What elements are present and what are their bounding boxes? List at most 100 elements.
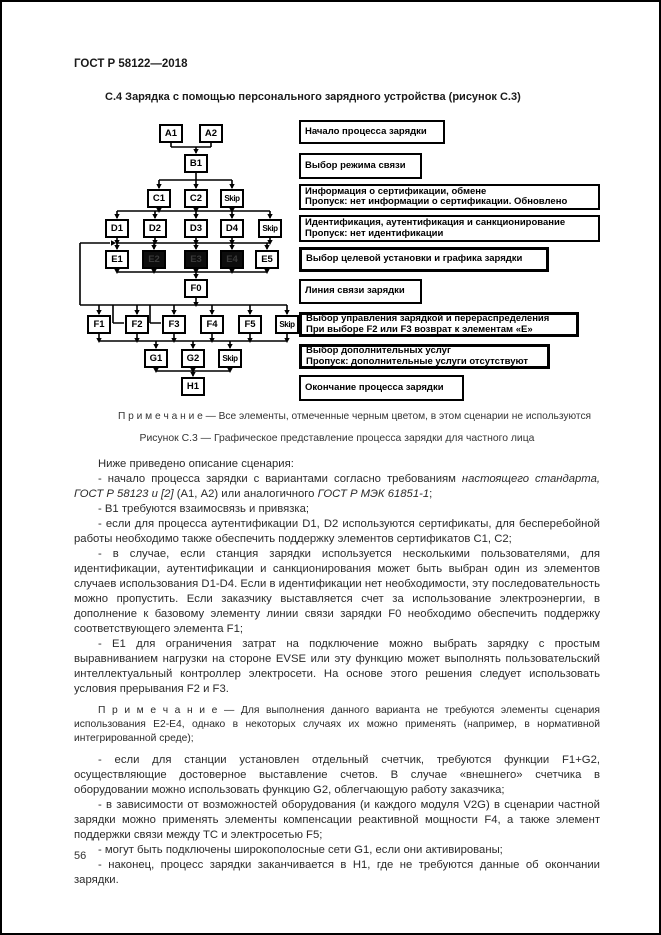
arrowhead-icon (114, 214, 120, 219)
text-segment: ; (429, 488, 433, 500)
scenario-description: Ниже приведено описание сценария: - начал… (74, 457, 600, 888)
flow-node-c-skip: Skip (220, 189, 244, 208)
arrowhead-icon (193, 214, 199, 219)
body-paragraph: - В1 требуются взаимосвязь и привязка; (74, 502, 600, 517)
flow-node-e4: E4 (220, 250, 244, 269)
arrowhead-icon (151, 245, 157, 250)
section-heading: С.4 Зарядка с помощью персонального заря… (105, 91, 521, 103)
arrowhead-icon (229, 184, 235, 189)
side-label-2: Выбор режима связи (299, 153, 422, 179)
arrowhead-icon (267, 240, 273, 245)
text-segment: - Е1 для ограничения затрат на подключен… (74, 638, 600, 695)
text-segment: (А1, А2) или аналогичного (173, 488, 318, 500)
arrowhead-icon (264, 245, 270, 250)
flow-node-e2: E2 (142, 250, 166, 269)
side-label-line: Пропуск: нет информации о сертификации. … (305, 196, 568, 207)
text-segment: П р и м е ч а н и е — Для выполнения дан… (74, 705, 600, 744)
side-label-line: Выбор управления зарядкой и перераспреде… (306, 313, 550, 324)
arrowhead-icon (156, 208, 162, 213)
flow-node-h1: H1 (181, 377, 205, 396)
flow-node-a2: A2 (199, 124, 223, 143)
body-paragraph: - Е1 для ограничения затрат на подключен… (74, 637, 600, 697)
flow-node-g1: G1 (144, 349, 168, 368)
side-label-9: Окончание процесса зарядки (299, 375, 464, 401)
side-label-line: Выбор режима связи (305, 159, 406, 171)
side-label-6: Линия связи зарядки (299, 279, 422, 304)
text-segment: - если для станции установлен отдельный … (74, 754, 600, 796)
flow-node-d2: D2 (143, 219, 167, 238)
arrowhead-icon (193, 240, 199, 245)
flow-node-g2: G2 (181, 349, 205, 368)
text-segment: - в случае, если станция зарядки использ… (74, 548, 600, 635)
arrowhead-icon (229, 245, 235, 250)
body-paragraph: - начало процесса зарядки с вариантами с… (74, 472, 600, 502)
arrowhead-icon (229, 240, 235, 245)
arrowhead-icon (229, 214, 235, 219)
side-label-1: Начало процесса зарядки (299, 120, 445, 144)
side-label-line: Пропуск: дополнительные услуги отсутству… (306, 355, 529, 367)
arrowhead-icon (190, 372, 196, 377)
arrowhead-icon (152, 214, 158, 219)
text-segment: - могут быть подключены широкополосные с… (98, 844, 503, 856)
arrowhead-icon (193, 274, 199, 279)
side-label-line: Начало процесса зарядки (305, 125, 427, 137)
side-label-4: Идентификация, аутентификация и санкцион… (299, 215, 600, 242)
body-paragraph: Ниже приведено описание сценария: (74, 457, 600, 472)
page-number: 56 (74, 850, 87, 862)
note-paragraph: П р и м е ч а н и е — Для выполнения дан… (74, 704, 600, 746)
flow-node-f2: F2 (125, 315, 149, 334)
arrowhead-icon (153, 344, 159, 349)
flow-node-c2: C2 (184, 189, 208, 208)
arrowhead-icon (247, 338, 253, 343)
flow-node-b1: B1 (184, 154, 208, 173)
side-label-line: При выборе F2 или F3 возврат к элементам… (306, 323, 533, 335)
arrowhead-icon (134, 310, 140, 315)
arrowhead-icon (153, 368, 159, 373)
arrowhead-icon (193, 149, 199, 154)
arrowhead-icon (264, 269, 270, 274)
arrowhead-icon (247, 310, 253, 315)
arrowhead-icon (114, 269, 120, 274)
arrowhead-icon (96, 338, 102, 343)
arrowhead-icon (227, 344, 233, 349)
arrowhead-icon (114, 240, 120, 245)
flow-node-d4: D4 (220, 219, 244, 238)
side-label-line: Выбор дополнительных услуг (306, 345, 451, 356)
side-label-line: Линия связи зарядки (305, 285, 405, 297)
arrowhead-icon (134, 338, 140, 343)
arrowhead-icon (96, 310, 102, 315)
arrowhead-icon (193, 184, 199, 189)
side-label-line: Идентификация, аутентификация и санкцион… (305, 217, 566, 228)
side-label-5: Выбор целевой установки и графика зарядк… (299, 247, 549, 272)
flow-node-f3: F3 (162, 315, 186, 334)
flow-node-f1: F1 (87, 315, 111, 334)
arrowhead-icon (111, 240, 116, 246)
arrowhead-icon (229, 269, 235, 274)
arrowhead-icon (114, 245, 120, 250)
flow-node-a1: A1 (159, 124, 183, 143)
flow-node-d3: D3 (184, 219, 208, 238)
arrowhead-icon (190, 368, 196, 373)
text-segment: Ниже приведено описание сценария: (98, 458, 294, 470)
side-label-7: Выбор управления зарядкой и перераспреде… (299, 312, 579, 337)
arrowhead-icon (229, 208, 235, 213)
text-segment: - начало процесса зарядки с вариантами с… (98, 473, 462, 485)
arrowhead-icon (284, 310, 290, 315)
arrowhead-icon (193, 269, 199, 274)
text-segment: - наконец, процесс зарядки заканчивается… (74, 859, 600, 886)
arrowhead-icon (171, 310, 177, 315)
arrowhead-icon (209, 338, 215, 343)
figure-caption: Рисунок С.3 — Графическое представление … (139, 433, 535, 444)
standard-code: ГОСТ Р 58122—2018 (74, 58, 188, 70)
arrowhead-icon (267, 214, 273, 219)
arrowhead-icon (284, 338, 290, 343)
arrowhead-icon (156, 184, 162, 189)
flow-node-e5: E5 (255, 250, 279, 269)
flow-node-e3: E3 (184, 250, 208, 269)
flow-node-f5: F5 (238, 315, 262, 334)
arrowhead-icon (190, 344, 196, 349)
body-paragraph: - могут быть подключены широкополосные с… (74, 843, 600, 858)
